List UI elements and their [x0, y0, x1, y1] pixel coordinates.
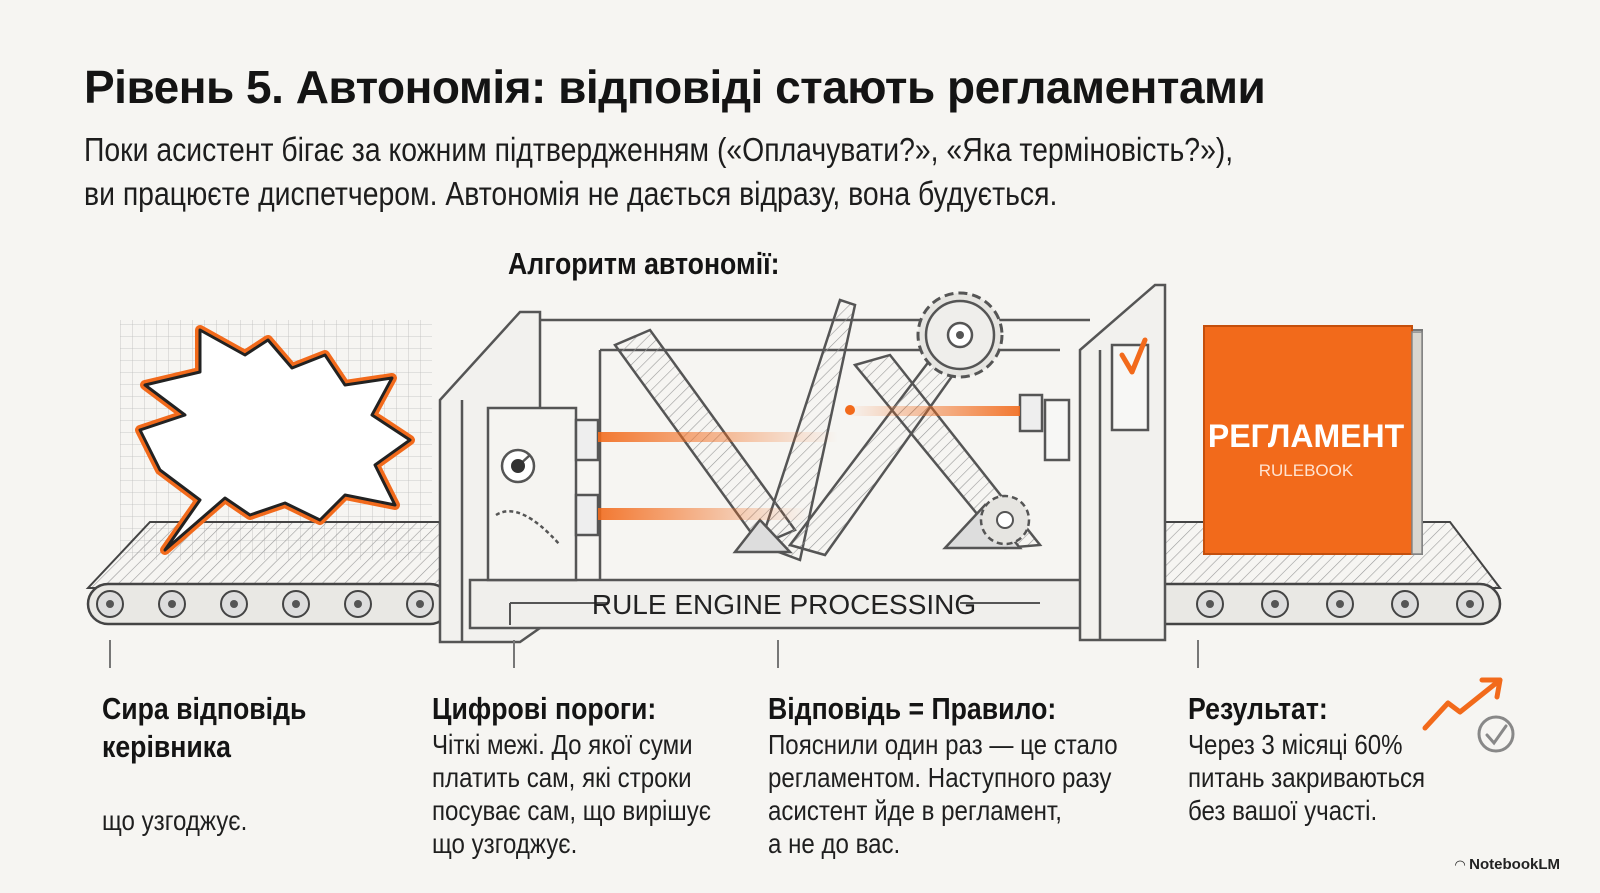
page-title: Рівень 5. Автономія: відповіді стають ре…	[84, 61, 1266, 113]
notebooklm-logo-icon: ◠	[1455, 857, 1466, 872]
rulebook-title: РЕГЛАМЕНТ	[1208, 418, 1405, 454]
column-body: регламентом. Наступного разу	[768, 762, 1112, 793]
speech-burst-icon	[135, 325, 415, 555]
column-heading: керівника	[102, 729, 231, 764]
machine-label: RULE ENGINE PROCESSING	[592, 589, 976, 620]
column-thresholds: Цифрові пороги: Чіткі межі. До якої суми…	[432, 690, 756, 860]
column-body: що узгоджує.	[102, 805, 248, 836]
column-heading: Сира відповідь	[102, 691, 307, 726]
column-body: Через 3 місяці 60%	[1188, 729, 1403, 760]
subtitle-line-2: ви працюєте диспетчером. Автономія не да…	[84, 175, 1058, 212]
column-heading: Результат:	[1188, 691, 1328, 726]
rulebook-subtitle: RULEBOOK	[1259, 461, 1354, 480]
subtitle-line-1: Поки асистент бігає за кожним підтвердже…	[84, 131, 1234, 168]
column-heading: Відповідь = Правило:	[768, 691, 1057, 726]
column-body: без вашої участі.	[1188, 795, 1378, 826]
column-result: Результат: Через 3 місяці 60% питань зак…	[1188, 690, 1464, 827]
brand-name: NotebookLM	[1469, 856, 1560, 873]
brand-badge: ◠NotebookLM	[1455, 856, 1560, 873]
column-body: платить сам, які строки	[432, 762, 692, 793]
dial-gauge-icon	[511, 459, 525, 473]
page-subtitle: Поки асистент бігає за кожним підтвердже…	[84, 128, 1524, 216]
column-body: асистент йде в регламент,	[768, 795, 1062, 826]
column-heading: Цифрові пороги:	[432, 691, 657, 726]
column-ticks	[109, 640, 1199, 668]
algorithm-label: Алгоритм автономії:	[508, 246, 780, 281]
gear-icon	[916, 291, 1004, 379]
column-body: посуває сам, що вирішує	[432, 795, 712, 826]
column-body: Пояснили один раз — це стало	[768, 729, 1118, 760]
small-gear-icon	[979, 494, 1031, 546]
trend-arrow-icon	[1422, 677, 1503, 731]
column-body: Чіткі межі. До якої суми	[432, 729, 693, 760]
column-body: питань закриваються	[1188, 762, 1426, 793]
column-body: що узгоджує.	[432, 828, 578, 859]
checkmark-icon	[1119, 337, 1148, 375]
check-circle-icon	[1477, 715, 1515, 753]
column-raw-answer: Сира відповідь керівника що узгоджує.	[102, 690, 340, 837]
conveyor-left	[85, 521, 452, 626]
rulebook-icon: РЕГЛАМЕНТ RULEBOOK	[1203, 325, 1423, 555]
laser-beams	[598, 405, 1020, 520]
column-answer-rule: Відповідь = Правило: Пояснили один раз —…	[768, 690, 1175, 860]
column-body: а не до вас.	[768, 828, 901, 859]
